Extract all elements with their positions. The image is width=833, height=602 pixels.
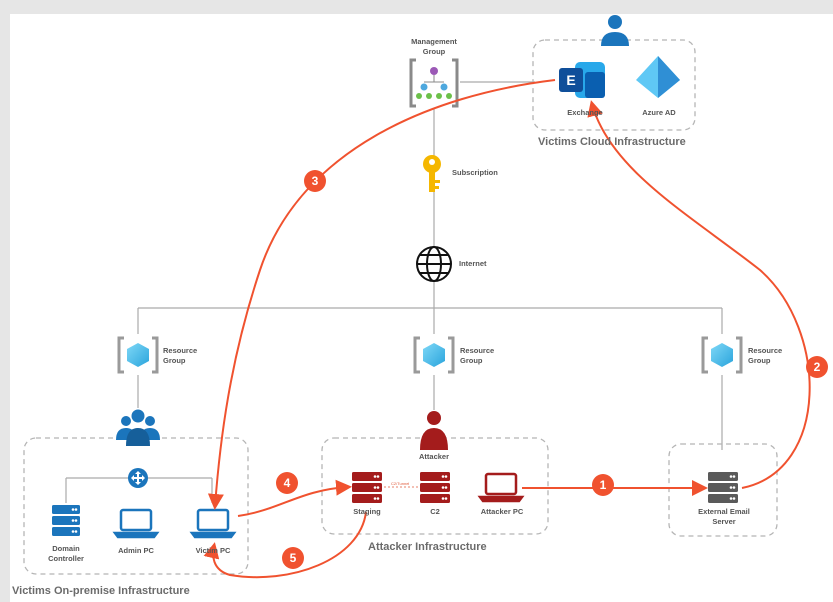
attacker-icon — [420, 411, 448, 450]
resource-group-mid-icon — [413, 336, 455, 374]
step-5-badge: 5 — [282, 547, 304, 569]
network-icon — [128, 468, 148, 488]
cloud-infrastructure-title: Victims Cloud Infrastructure — [538, 136, 686, 148]
admin-pc-label: Admin PC — [118, 546, 154, 555]
exchange-icon: E — [559, 62, 605, 98]
resource-group-right-icon — [701, 336, 743, 374]
staging-label: Staging — [353, 507, 381, 516]
external-email-server-icon — [708, 472, 738, 503]
step-1-badge: 1 — [592, 474, 614, 496]
victim-pc-label: Victim PC — [195, 546, 231, 555]
cloud-infrastructure-box — [532, 39, 696, 131]
subscription-key-icon — [423, 155, 441, 192]
attacker-pc-icon — [477, 472, 525, 503]
on-premise-infrastructure-title: Victims On-premise Infrastructure — [12, 585, 190, 597]
management-group-label: Management Group — [411, 37, 457, 56]
victim-pc-icon — [189, 508, 237, 539]
subscription-label: Subscription — [452, 168, 498, 177]
resource-group-left-icon — [117, 336, 159, 374]
exchange-label: Exchange — [567, 108, 603, 117]
external-email-box — [668, 443, 778, 537]
arrow-5 — [203, 511, 367, 579]
users-group-icon — [116, 409, 160, 446]
cloud-user-icon — [601, 15, 629, 46]
internet-globe-icon — [416, 246, 452, 282]
attacker-pc-label: Attacker PC — [480, 507, 524, 516]
attack-flow-arrows — [203, 79, 811, 579]
azure-ad-label: Azure AD — [642, 108, 676, 117]
step-3-badge: 3 — [304, 170, 326, 192]
svg-text:E: E — [566, 72, 575, 88]
resource-group-left-label: Resource Group — [163, 346, 198, 365]
hierarchy-lines — [65, 81, 723, 503]
external-email-server-label: External Email Server — [698, 507, 750, 526]
arrow-3 — [207, 79, 556, 510]
step-4-badge: 4 — [276, 472, 298, 494]
resource-group-mid-label: Resource Group — [460, 346, 495, 365]
management-group-icon — [409, 58, 459, 108]
step-2-badge: 2 — [806, 356, 828, 378]
c2-label: C2 — [430, 507, 440, 516]
internet-label: Internet — [459, 259, 487, 268]
arrow-4 — [237, 479, 352, 517]
azure-ad-icon — [636, 56, 680, 98]
attacker-infrastructure-title: Attacker Infrastructure — [368, 541, 487, 553]
c2-server-icon — [420, 472, 450, 503]
domain-controller-label: Domain Controller — [48, 544, 84, 563]
arrow-2 — [587, 100, 811, 489]
c2-tunnel-label: C2/Tunnel — [391, 481, 410, 486]
attacker-label: Attacker — [418, 452, 449, 461]
staging-server-icon — [352, 472, 382, 503]
domain-controller-icon — [52, 505, 80, 536]
admin-pc-icon — [112, 508, 160, 539]
resource-group-right-label: Resource Group — [748, 346, 783, 365]
